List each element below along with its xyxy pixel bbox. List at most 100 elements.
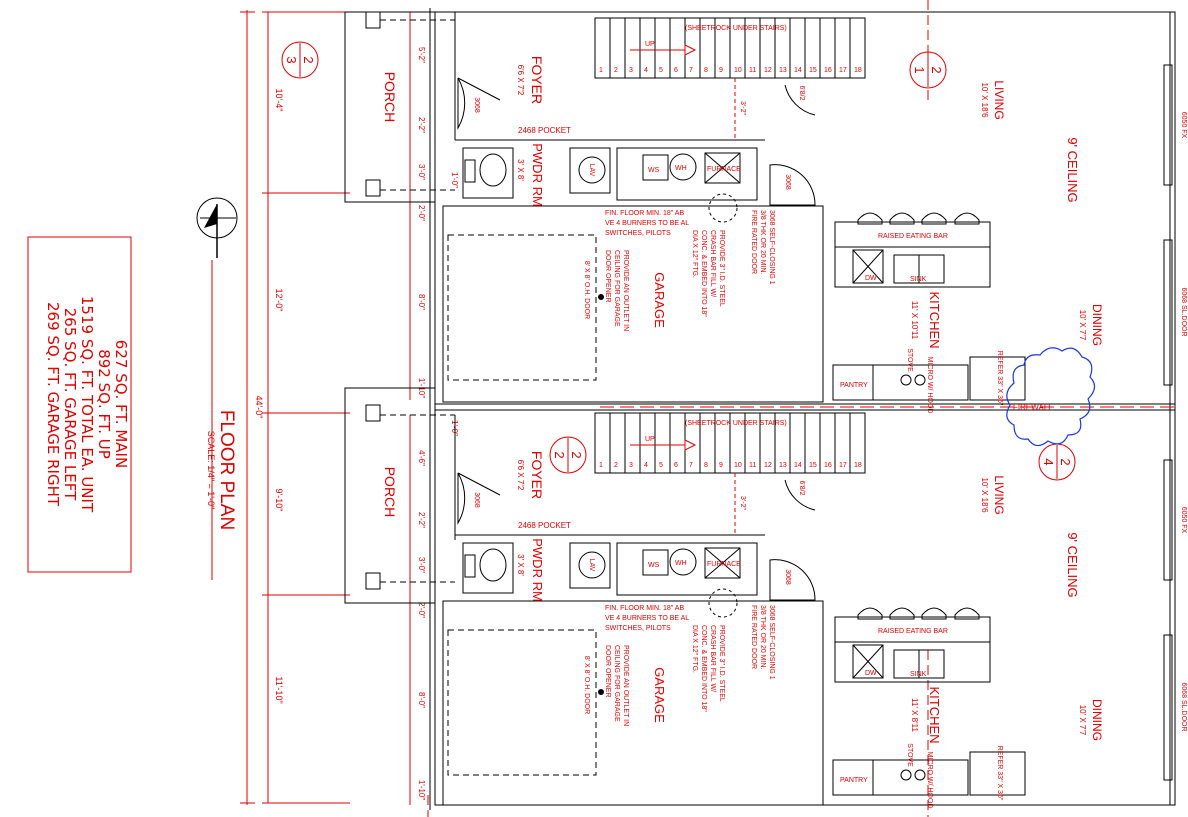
powder-room-box	[462, 147, 514, 199]
refer-label-wrap: REFER 33" X 36"	[996, 351, 1003, 406]
water-heater-icon	[669, 548, 697, 576]
steel-note-line-wrap: DIA X 12" FTG.	[691, 625, 698, 673]
furnace-label: FURNACE	[707, 166, 741, 173]
closet-door-swing	[784, 479, 816, 511]
garage-label: GARAGE	[652, 272, 667, 328]
fire-door-note-line: 3068 SELF-CLOSING 1	[768, 605, 775, 680]
living-label-wrap: LIVING	[992, 80, 1006, 119]
stair-step-number: 12	[764, 462, 772, 469]
living-label: LIVING	[992, 475, 1006, 514]
kitchen-label: KITCHEN	[927, 291, 942, 348]
fin-floor-note-2: VE 4 BURNERS TO BE AL	[605, 615, 689, 622]
dining-size-wrap: 10' X 7'7	[1078, 310, 1087, 341]
area-line-garage-right: 269 SQ. FT. GARAGE RIGHT	[44, 302, 62, 507]
dim-n: 1'-10"	[417, 780, 426, 801]
toilet-tank-icon	[464, 554, 476, 578]
outlet-note-line-wrap: CEILING FOR GARAGE	[613, 645, 620, 722]
kitchen-counter	[834, 246, 991, 288]
slider-label: 6068 SL.DOOR	[1180, 287, 1187, 336]
ceiling-label: 9' CEILING	[1065, 532, 1080, 597]
window-label-wrap: 6050 FX	[1180, 112, 1187, 139]
lav-counter	[569, 542, 611, 589]
hood-label-wrap: MICRO W/ HOOD	[926, 752, 933, 809]
steel-note-line-wrap: CONC. & EMBED INTO 18"	[700, 625, 707, 712]
window-label: 6050 FX	[1180, 507, 1187, 534]
dining-label: DINING	[1090, 699, 1104, 741]
sliding-door-icon	[1163, 634, 1173, 781]
stairs-up-arrowhead	[684, 44, 697, 56]
closet-door-tag: 6'8/2	[798, 481, 805, 496]
ws-label: WS	[648, 167, 660, 174]
opener-outlet-icon	[598, 294, 604, 300]
dining-size-wrap: 10' X 7'7	[1078, 705, 1087, 736]
section-tag-text: 24	[1041, 445, 1073, 479]
stair-step-number: 1	[599, 462, 603, 469]
pwdr-size: 3' X 8'	[516, 554, 525, 576]
burner-icon	[914, 374, 926, 386]
stairs-note: (SHEETROCK UNDER STAIRS)	[685, 25, 787, 32]
sliding-door-icon	[1163, 239, 1173, 386]
stair-dim-text-wrap: 3'-2"	[739, 101, 746, 115]
stair-step-number: 18	[854, 67, 862, 74]
dishwasher-x2	[852, 644, 884, 679]
stair-step-number: 7	[689, 462, 693, 469]
north-arrow-icon	[196, 197, 238, 258]
dim-f: 8'-0"	[417, 294, 426, 310]
stair-step-number: 17	[839, 462, 847, 469]
section-number: 2	[929, 66, 944, 73]
living-size-wrap: 10' X 18'6	[980, 477, 989, 513]
foyer-door-tag-wrap: 3068	[473, 97, 480, 113]
fire-door-note-line: 3/8 THK OR 20 MIN.	[759, 210, 766, 275]
bar-stool-icon	[954, 607, 980, 620]
dim-j: 2'-2"	[417, 512, 426, 528]
firewall-label: FIREWALL	[1013, 403, 1053, 412]
stair-step-number: 6	[674, 67, 678, 74]
bar-stool-icon	[921, 607, 947, 620]
fin-floor-note-2: VE 4 BURNERS TO BE AL	[605, 220, 689, 227]
fire-door-note-line: FIRE RATED DOOR	[750, 605, 757, 669]
steel-note-line: PROVIDE 3" I.D. STEEL	[718, 625, 725, 702]
dim-k: 3'-0"	[417, 557, 426, 573]
foyer-label-wrap: FOYER	[529, 451, 545, 499]
slider-label-wrap: 6068 SL.DOOR	[1180, 287, 1187, 336]
steel-note-line-wrap: PROVIDE 3" I.D. STEEL	[718, 230, 725, 307]
oh-door-label: 8' X 8' O.H. DOOR	[583, 261, 590, 319]
section-number: 2	[569, 451, 584, 458]
stair-step-number: 16	[824, 67, 832, 74]
stair-step-number: 3	[629, 67, 633, 74]
garage-label: GARAGE	[652, 667, 667, 723]
steel-note-line: DIA X 12" FTG.	[691, 625, 698, 673]
stairs-up-arrowhead	[684, 439, 697, 451]
burner-icon	[900, 374, 912, 386]
stairs-up-label: UP	[645, 436, 655, 443]
furnace-x2	[704, 152, 741, 184]
foyer-size: 6'6 X 7'2	[516, 460, 525, 491]
range-counter	[872, 364, 969, 401]
dim-garage-top: 12'-0"	[274, 289, 284, 312]
foyer-door-leaf	[457, 472, 501, 496]
dining-label-wrap: DINING	[1090, 699, 1104, 741]
stair-step-number: 17	[839, 67, 847, 74]
fin-floor-note-3: SWITCHES, PILOTS	[605, 230, 671, 237]
foyer-label: FOYER	[529, 451, 545, 499]
outlet-note-line-wrap: DOOR OPENER	[604, 250, 611, 303]
stair-step-number: 8	[704, 462, 708, 469]
sink-label: SINK	[910, 276, 927, 283]
section-number: 2	[301, 56, 316, 63]
dining-label: DINING	[1090, 304, 1104, 346]
outlet-note-line: PROVIDE AN OUTLET IN	[622, 250, 629, 331]
stair-step-number: 9	[719, 462, 723, 469]
porch-label-wrap: PORCH	[382, 72, 398, 123]
stair-step-number: 6	[674, 462, 678, 469]
bar-stool-icon	[889, 212, 915, 225]
oh-door-label-wrap: 8' X 8' O.H. DOOR	[583, 261, 590, 319]
porch-label: PORCH	[382, 72, 398, 123]
section-sheet: 3	[284, 56, 299, 63]
stove-label-wrap: STOVE	[906, 348, 913, 372]
hood-label-wrap: MICRO W/ HOOD	[926, 357, 933, 414]
dim-a: 5'-2"	[417, 47, 426, 63]
foyer-label: FOYER	[529, 56, 545, 104]
oh-door-label-wrap: 8' X 8' O.H. DOOR	[583, 656, 590, 714]
refer-label: REFER 33" X 36"	[996, 746, 1003, 801]
